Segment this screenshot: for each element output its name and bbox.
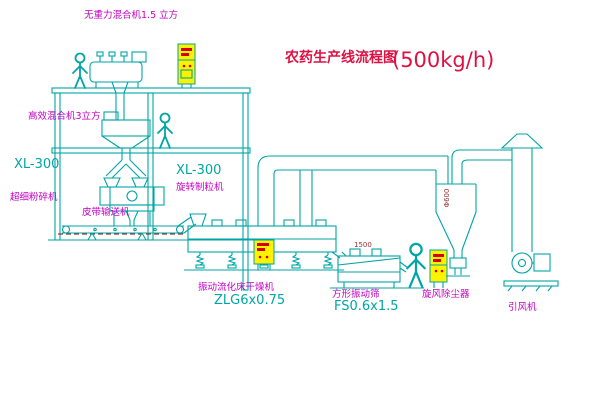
cabinet-indicator xyxy=(258,255,262,259)
rotary-granulator xyxy=(99,177,165,226)
fan-label: 引风机 xyxy=(508,301,537,313)
cabinet-indicator xyxy=(440,269,444,273)
gravity-mixer-label: 无重力混合机1.5 立方 xyxy=(84,9,178,21)
title-capacity: (500kg/h) xyxy=(392,48,494,72)
cabinet-indicator xyxy=(182,64,186,68)
induced-draft-fan xyxy=(503,252,559,292)
exhaust-duct-main xyxy=(257,155,449,226)
worker-figure xyxy=(406,242,426,289)
control-cabinet-dryer xyxy=(253,239,275,270)
dryer-label: 振动流化床干燥机 xyxy=(198,281,275,293)
sieve-label: 方形振动筛 xyxy=(332,288,380,300)
crusher-label: 超细粉碎机 xyxy=(10,191,58,203)
control-cabinet-cyclone xyxy=(429,249,448,288)
building-frame xyxy=(48,87,258,291)
cabinet-text-mark xyxy=(181,48,192,51)
sieve-model: FS0.6x1.5 xyxy=(334,299,399,314)
exhaust-stack xyxy=(500,133,544,252)
worker-figure xyxy=(157,112,173,149)
rain-cap xyxy=(500,133,544,149)
square-vibrating-sieve xyxy=(330,248,424,289)
cabinet-text-mark xyxy=(257,248,265,251)
cabinet-text-mark xyxy=(257,243,269,246)
title-text: 农药生产线流程图 xyxy=(284,49,397,66)
cabinet-indicator xyxy=(434,269,438,273)
granulator-model: XL-300 xyxy=(176,163,221,178)
belt-conveyor-label: 皮带输送机 xyxy=(82,206,130,218)
belt-conveyor xyxy=(61,216,197,241)
granulator-label: 旋转制粒机 xyxy=(176,181,224,193)
high-efficiency-mixer xyxy=(101,111,151,179)
cyclone-label: 旋风除尘器 xyxy=(422,288,470,300)
control-cabinet-top xyxy=(177,43,196,88)
diagram-title: 农药生产线流程图 (500kg/h) xyxy=(284,48,494,72)
cyclone-dust-collector xyxy=(435,149,512,277)
cabinet-indicator xyxy=(188,64,192,68)
cabinet-indicator xyxy=(265,255,269,259)
gravity-free-mixer xyxy=(89,51,147,120)
cabinet-text-mark xyxy=(433,254,444,257)
cyclone-dimension: Φ600 xyxy=(443,189,451,208)
dryer-model: ZLG6x0.75 xyxy=(214,293,285,308)
crusher-model: XL-300 xyxy=(14,157,59,172)
cabinet-text-mark xyxy=(433,259,441,262)
sieve-dimension: 1500 xyxy=(354,241,372,249)
high-efficiency-mixer-label: 高效混合机3立方 xyxy=(28,110,101,122)
cabinet-text-mark xyxy=(181,53,189,56)
worker-figure xyxy=(72,52,88,89)
